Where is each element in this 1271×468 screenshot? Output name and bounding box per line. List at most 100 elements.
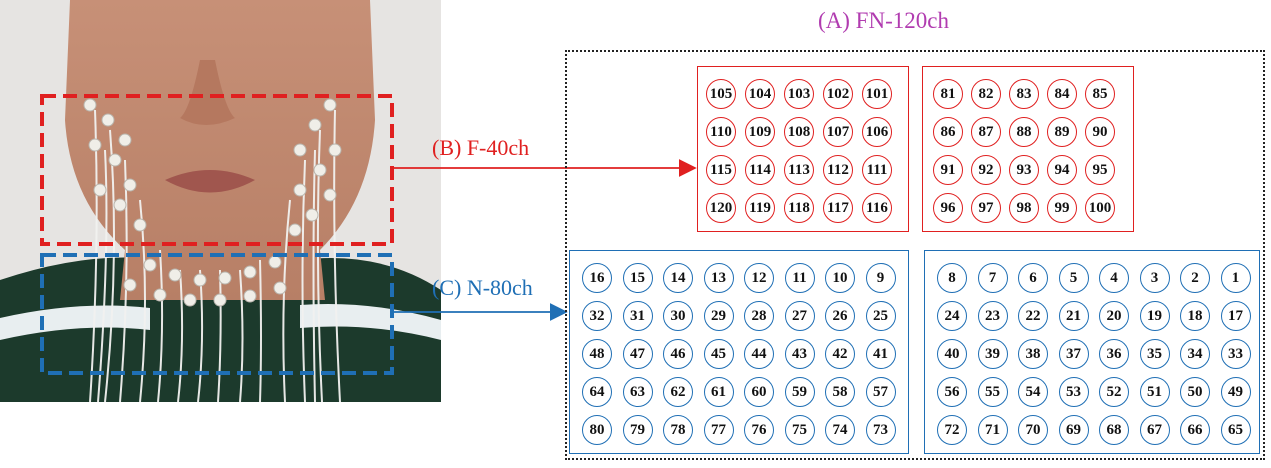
electrode-79: 79 bbox=[622, 415, 653, 445]
electrode-45: 45 bbox=[703, 339, 734, 369]
electrode-29: 29 bbox=[703, 301, 734, 331]
electrode-113: 113 bbox=[784, 155, 814, 185]
electrode-32: 32 bbox=[582, 301, 612, 331]
electrode-51: 51 bbox=[1139, 377, 1170, 407]
electrode-120: 120 bbox=[706, 193, 736, 223]
electrode-68: 68 bbox=[1099, 415, 1129, 445]
electrode-24: 24 bbox=[937, 301, 967, 331]
electrode-19: 19 bbox=[1139, 301, 1170, 331]
electrode-109: 109 bbox=[745, 117, 775, 147]
electrode-37: 37 bbox=[1058, 339, 1089, 369]
electrode-96: 96 bbox=[933, 193, 963, 223]
electrode-13: 13 bbox=[703, 263, 734, 293]
electrode-101: 101 bbox=[862, 79, 892, 109]
electrode-57: 57 bbox=[865, 377, 896, 407]
electrode-104: 104 bbox=[745, 79, 775, 109]
electrode-106: 106 bbox=[862, 117, 892, 147]
n-80ch-label: (C) N-80ch bbox=[432, 275, 533, 300]
electrode-69: 69 bbox=[1058, 415, 1089, 445]
electrode-49: 49 bbox=[1220, 377, 1251, 407]
electrode-58: 58 bbox=[825, 377, 855, 407]
electrode-80: 80 bbox=[582, 415, 612, 445]
electrode-14: 14 bbox=[663, 263, 693, 293]
electrode-71: 71 bbox=[977, 415, 1008, 445]
electrode-48: 48 bbox=[582, 339, 612, 369]
electrode-65: 65 bbox=[1220, 415, 1251, 445]
electrode-21: 21 bbox=[1058, 301, 1089, 331]
electrode-90: 90 bbox=[1085, 117, 1115, 147]
electrode-36: 36 bbox=[1099, 339, 1129, 369]
fn-120ch-frame bbox=[565, 50, 1265, 460]
electrode-4: 4 bbox=[1099, 263, 1129, 293]
electrode-93: 93 bbox=[1009, 155, 1039, 185]
electrode-75: 75 bbox=[784, 415, 815, 445]
electrode-111: 111 bbox=[862, 155, 892, 185]
electrode-89: 89 bbox=[1047, 117, 1077, 147]
electrode-107: 107 bbox=[823, 117, 853, 147]
electrode-39: 39 bbox=[977, 339, 1008, 369]
electrode-5: 5 bbox=[1058, 263, 1089, 293]
electrode-117: 117 bbox=[823, 193, 853, 223]
electrode-92: 92 bbox=[971, 155, 1001, 185]
electrode-102: 102 bbox=[823, 79, 853, 109]
electrode-35: 35 bbox=[1139, 339, 1170, 369]
electrode-27: 27 bbox=[784, 301, 815, 331]
electrode-81: 81 bbox=[933, 79, 963, 109]
electrode-77: 77 bbox=[703, 415, 734, 445]
subject-photo bbox=[0, 0, 441, 402]
electrode-97: 97 bbox=[971, 193, 1001, 223]
electrode-119: 119 bbox=[745, 193, 775, 223]
electrode-99: 99 bbox=[1047, 193, 1077, 223]
electrode-112: 112 bbox=[823, 155, 853, 185]
fn-120ch-title: (A) FN-120ch bbox=[818, 8, 949, 33]
electrode-82: 82 bbox=[971, 79, 1001, 109]
electrode-54: 54 bbox=[1018, 377, 1048, 407]
electrode-74: 74 bbox=[825, 415, 855, 445]
electrode-16: 16 bbox=[582, 263, 612, 293]
electrode-31: 31 bbox=[622, 301, 653, 331]
electrode-62: 62 bbox=[663, 377, 693, 407]
electrode-52: 52 bbox=[1099, 377, 1129, 407]
electrode-11: 11 bbox=[784, 263, 815, 293]
electrode-67: 67 bbox=[1139, 415, 1170, 445]
electrode-20: 20 bbox=[1099, 301, 1129, 331]
electrode-83: 83 bbox=[1009, 79, 1039, 109]
electrode-55: 55 bbox=[977, 377, 1008, 407]
electrode-23: 23 bbox=[977, 301, 1008, 331]
electrode-59: 59 bbox=[784, 377, 815, 407]
electrode-116: 116 bbox=[862, 193, 892, 223]
electrode-34: 34 bbox=[1180, 339, 1210, 369]
electrode-26: 26 bbox=[825, 301, 855, 331]
electrode-10: 10 bbox=[825, 263, 855, 293]
electrode-56: 56 bbox=[937, 377, 967, 407]
electrode-22: 22 bbox=[1018, 301, 1048, 331]
electrode-78: 78 bbox=[663, 415, 693, 445]
electrode-1: 1 bbox=[1220, 263, 1251, 293]
electrode-85: 85 bbox=[1085, 79, 1115, 109]
electrode-105: 105 bbox=[706, 79, 736, 109]
electrode-30: 30 bbox=[663, 301, 693, 331]
electrode-87: 87 bbox=[971, 117, 1001, 147]
electrode-7: 7 bbox=[977, 263, 1008, 293]
electrode-63: 63 bbox=[622, 377, 653, 407]
electrode-88: 88 bbox=[1009, 117, 1039, 147]
electrode-25: 25 bbox=[865, 301, 896, 331]
electrode-115: 115 bbox=[706, 155, 736, 185]
electrode-12: 12 bbox=[744, 263, 774, 293]
electrode-64: 64 bbox=[582, 377, 612, 407]
electrode-38: 38 bbox=[1018, 339, 1048, 369]
electrode-2: 2 bbox=[1180, 263, 1210, 293]
electrode-114: 114 bbox=[745, 155, 775, 185]
electrode-17: 17 bbox=[1220, 301, 1251, 331]
electrode-43: 43 bbox=[784, 339, 815, 369]
electrode-70: 70 bbox=[1018, 415, 1048, 445]
electrode-86: 86 bbox=[933, 117, 963, 147]
electrode-6: 6 bbox=[1018, 263, 1048, 293]
electrode-61: 61 bbox=[703, 377, 734, 407]
electrode-33: 33 bbox=[1220, 339, 1251, 369]
electrode-84: 84 bbox=[1047, 79, 1077, 109]
electrode-18: 18 bbox=[1180, 301, 1210, 331]
